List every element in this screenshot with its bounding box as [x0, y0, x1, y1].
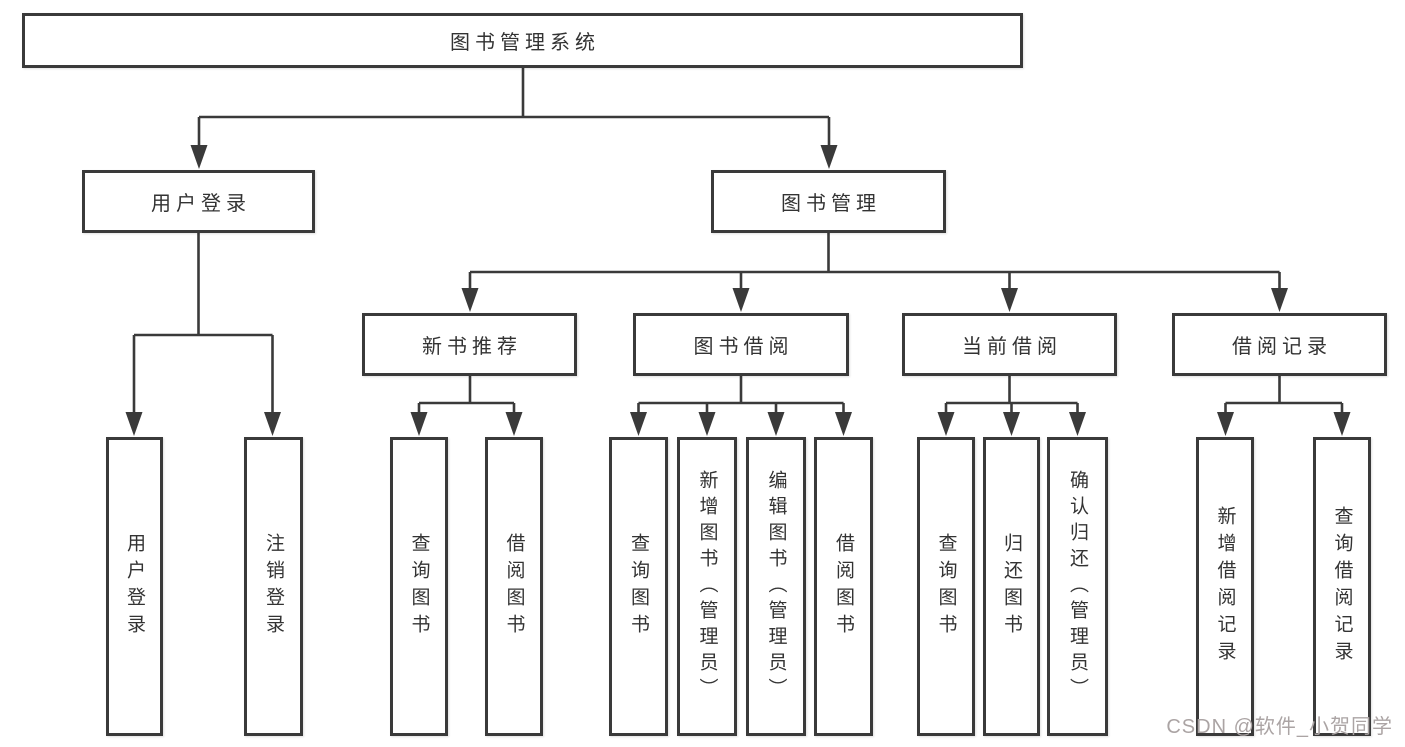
node-label: 查询借阅记录	[1331, 505, 1353, 668]
node-label: 新书推荐	[422, 336, 522, 358]
arrow-head	[1271, 288, 1288, 312]
arrow-head	[820, 145, 838, 169]
connector-current-borrowing-children	[937, 376, 1086, 436]
node-label: 归还图书	[1001, 532, 1022, 641]
node-new-book-recommendation: 新书推荐	[362, 313, 577, 376]
arrow-head	[410, 412, 428, 436]
leaf-user-login: 用户登录	[106, 437, 163, 736]
arrow-head	[505, 412, 523, 436]
leaf-add-borrow-record: 新增借阅记录	[1196, 437, 1254, 736]
node-current-borrowing: 当前借阅	[902, 313, 1117, 376]
arrow-head	[1069, 412, 1086, 436]
leaf-return-books: 归还图书	[983, 437, 1040, 736]
connector-user-login-children	[125, 233, 281, 436]
leaf-confirm-return-admin: 确认归还（管理员）	[1047, 437, 1108, 736]
node-label: 用户登录	[151, 193, 251, 215]
arrow-head	[461, 288, 479, 312]
connector-book-management-to-level3	[461, 233, 1288, 312]
leaf-add-books-admin: 新增图书（管理员）	[677, 437, 737, 736]
leaf-query-books-current: 查询图书	[917, 437, 975, 736]
arrow-head	[125, 412, 143, 436]
node-book-management: 图书管理	[711, 170, 946, 233]
node-book-borrowing: 图书借阅	[633, 313, 849, 376]
arrow-head	[767, 412, 785, 436]
leaf-query-borrow-record: 查询借阅记录	[1313, 437, 1371, 736]
connector-new-book-rec-children	[410, 376, 523, 436]
arrow-head	[835, 412, 852, 436]
node-label: 当前借阅	[962, 336, 1062, 358]
csdn-watermark: CSDN @软件_小贺同学	[1166, 716, 1393, 738]
node-label: 图书借阅	[693, 336, 794, 358]
node-label: 编辑图书（管理员）	[765, 469, 787, 704]
node-label: 图书管理系统	[450, 32, 600, 54]
arrow-head	[630, 412, 647, 436]
node-label: 借阅图书	[833, 532, 854, 641]
node-label: 查询图书	[408, 532, 430, 641]
leaf-edit-books-admin: 编辑图书（管理员）	[746, 437, 806, 736]
node-label: 查询图书	[628, 532, 649, 641]
arrow-head	[1217, 412, 1234, 436]
arrow-head	[1003, 412, 1020, 436]
leaf-logout: 注销登录	[244, 437, 303, 736]
node-label: 注销登录	[263, 532, 284, 641]
node-label: 新增图书（管理员）	[696, 469, 718, 704]
arrow-head	[1333, 412, 1351, 436]
arrow-head	[937, 412, 955, 436]
arrow-head	[1001, 288, 1018, 312]
node-label: 借阅图书	[503, 532, 525, 641]
node-label: 新增借阅记录	[1214, 505, 1236, 668]
node-user-login: 用户登录	[82, 170, 315, 233]
node-label: 图书管理	[781, 193, 881, 215]
node-label: 用户登录	[124, 532, 145, 641]
leaf-borrow-books-borrowing: 借阅图书	[814, 437, 873, 736]
node-label: 确认归还（管理员）	[1067, 469, 1088, 704]
arrow-head	[190, 145, 208, 169]
node-label: 查询图书	[935, 532, 957, 641]
arrow-head	[264, 412, 281, 436]
leaf-borrow-books-recommend: 借阅图书	[485, 437, 543, 736]
arrow-head	[732, 288, 750, 312]
leaf-query-books-recommend: 查询图书	[390, 437, 448, 736]
leaf-query-books-borrowing: 查询图书	[609, 437, 668, 736]
connector-root-to-level2	[190, 68, 838, 169]
node-label: 借阅记录	[1232, 336, 1332, 358]
connector-borrowing-records-children	[1217, 376, 1351, 436]
node-borrowing-records: 借阅记录	[1172, 313, 1387, 376]
connector-book-borrowing-children	[630, 376, 852, 436]
node-library-management-system: 图书管理系统	[22, 13, 1023, 68]
arrow-head	[698, 412, 716, 436]
